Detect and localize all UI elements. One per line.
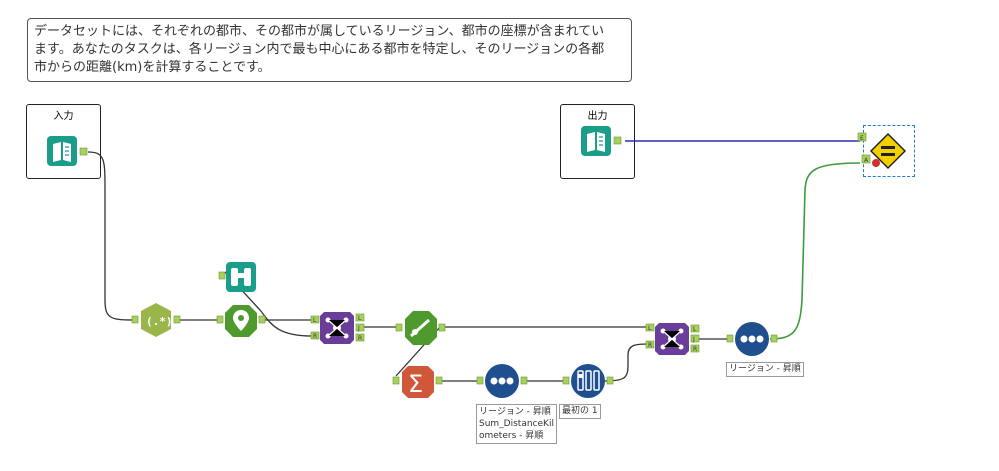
svg-text:J: J (692, 336, 695, 343)
wire-sort-to-test (769, 162, 861, 340)
sort-region-annotation: リージョン - 昇順 (726, 362, 804, 377)
test-tool[interactable]: E A (855, 130, 915, 178)
svg-text:R: R (648, 342, 652, 349)
join-tool-1[interactable]: L R L J R (310, 310, 368, 350)
sort-multi-annotation: リージョン - 昇順 Sum_DistanceKil ometers - 昇順 (476, 404, 557, 444)
sort-tool-region[interactable] (726, 320, 778, 362)
svg-text:J: J (357, 325, 360, 332)
comment-line-2: ます。あなたのタスクは、各リージョン内で最も中心にある都市を特定し、そのリージョ… (34, 42, 605, 57)
sample-annotation: 最初の 1 (559, 404, 601, 419)
svg-text:A: A (864, 157, 869, 164)
wire-sample-to-join2-right (603, 343, 649, 382)
output-container-label: 出力 (587, 111, 608, 122)
input-container-label: 入力 (53, 111, 74, 122)
input-data-tool[interactable] (47, 136, 89, 172)
regex-tool[interactable]: (.*) (130, 301, 182, 345)
svg-text:R: R (693, 346, 697, 353)
workflow-description-comment[interactable]: データセットには、それぞれの都市、その都市が属しているリージョン、都市の座標が含… (27, 18, 632, 82)
svg-text:R: R (358, 335, 362, 342)
sample-tool[interactable] (562, 362, 614, 404)
wire-browse-to-join-right (224, 271, 313, 337)
wire-input-to-regex (87, 151, 134, 321)
svg-text:L: L (693, 326, 697, 333)
output-data-tool[interactable] (581, 126, 623, 162)
svg-text:E: E (860, 135, 864, 142)
svg-text:L: L (648, 325, 652, 332)
sort-multi-annotation-line-3: ometers - 昇順 (479, 431, 544, 441)
svg-text:L: L (313, 317, 317, 324)
sort-tool-multi[interactable] (476, 362, 528, 404)
sort-multi-annotation-line-2: Sum_DistanceKil (479, 419, 554, 429)
svg-text:(.*): (.*) (146, 315, 173, 328)
spatial-info-tool[interactable] (215, 301, 267, 345)
svg-text:Σ: Σ (408, 370, 423, 398)
join-tool-2[interactable]: L R L J R (645, 322, 703, 362)
comment-line-1: データセットには、それぞれの都市、その都市が属しているリージョン、都市の座標が含… (34, 24, 605, 39)
svg-text:L: L (358, 315, 362, 322)
comment-line-3: 市からの距離(km)を計算することです。 (34, 60, 271, 75)
sort-multi-annotation-line-1: リージョン - 昇順 (479, 407, 551, 417)
summarize-tool[interactable]: Σ (392, 364, 444, 404)
input-container[interactable]: 入力 (26, 104, 101, 179)
test-tool-selection[interactable] (863, 125, 915, 177)
browse-tool[interactable] (217, 262, 259, 300)
formula-tool[interactable] (395, 308, 447, 352)
svg-text:R: R (313, 333, 317, 340)
